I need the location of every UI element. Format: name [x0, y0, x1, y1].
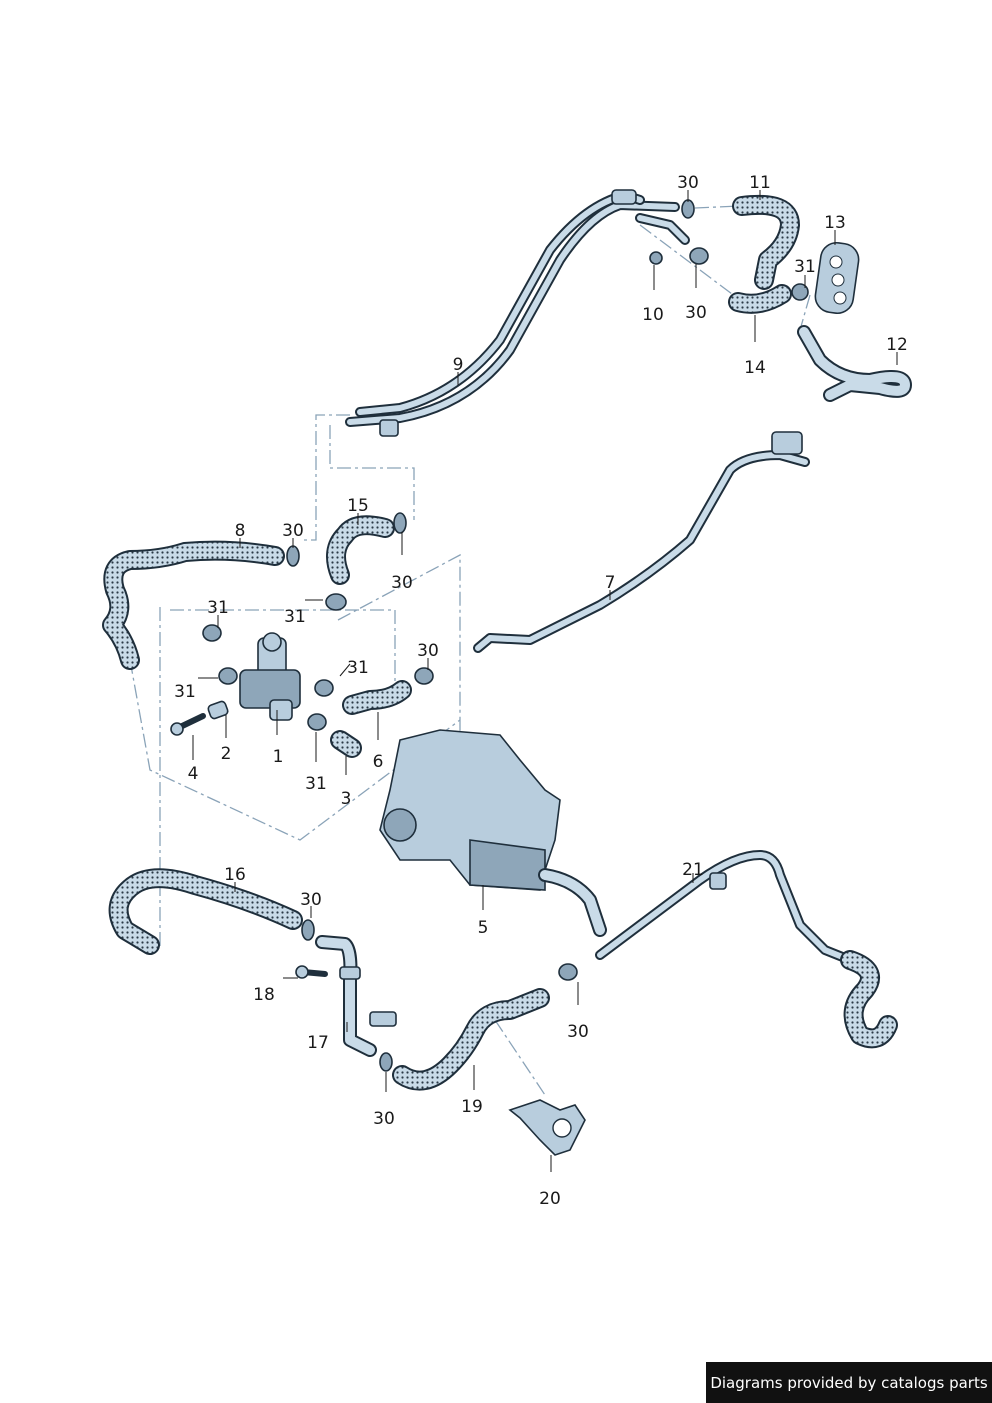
part-2-bushing [207, 700, 229, 720]
callouts: 30 11 13 31 10 30 12 14 9 15 8 30 30 7 3… [174, 173, 908, 1209]
part-8-hose [102, 540, 285, 670]
part-18-bolt [295, 965, 328, 979]
part-14-hose [728, 284, 792, 314]
part-11-hose [732, 194, 800, 290]
part-16-hose [108, 868, 303, 955]
callout-5: 5 [478, 918, 489, 938]
callout-19: 19 [461, 1097, 483, 1117]
part-6-hose [342, 680, 412, 715]
callout-12: 12 [886, 335, 908, 355]
callout-9: 9 [453, 355, 464, 375]
part-9-coolant-pipe [345, 189, 690, 437]
callout-3: 3 [341, 789, 352, 809]
part-13-flange [814, 241, 860, 315]
callout-20: 20 [539, 1189, 561, 1209]
callout-1: 1 [273, 747, 284, 767]
callout-30: 30 [391, 573, 413, 593]
callout-4: 4 [188, 764, 199, 784]
callout-31: 31 [207, 598, 229, 618]
leader-lines [192, 190, 898, 1172]
callout-7: 7 [605, 573, 616, 593]
callout-18: 18 [253, 985, 275, 1005]
callout-14: 14 [744, 358, 766, 378]
part-12-pipe [797, 325, 912, 402]
callout-6: 6 [373, 752, 384, 772]
callout-30: 30 [282, 521, 304, 541]
callout-31: 31 [305, 774, 327, 794]
callout-31: 31 [174, 682, 196, 702]
part-17-pipe [315, 935, 397, 1057]
callout-17: 17 [307, 1033, 329, 1053]
assembly-lines [129, 205, 811, 1096]
callout-30: 30 [677, 173, 699, 193]
part-21-pipe [595, 850, 898, 1049]
callout-2: 2 [221, 744, 232, 764]
callout-13: 13 [824, 213, 846, 233]
callout-31: 31 [794, 257, 816, 277]
clamps [202, 199, 809, 1072]
part-4-bolt [170, 713, 206, 736]
callout-10: 10 [642, 305, 664, 325]
footer-attribution-badge: Diagrams provided by catalogs parts [706, 1362, 992, 1403]
part-15-hose [326, 515, 395, 585]
callout-11: 11 [749, 173, 771, 193]
part-7-pipe [473, 431, 810, 653]
part-20-flange [508, 1099, 586, 1156]
callout-31: 31 [347, 658, 369, 678]
callout-31: 31 [284, 607, 306, 627]
callout-8: 8 [235, 521, 246, 541]
callout-21: 21 [682, 860, 704, 880]
callout-30: 30 [567, 1022, 589, 1042]
callout-30: 30 [417, 641, 439, 661]
part-3-sleeve [330, 730, 362, 758]
part-19-hose [392, 988, 550, 1091]
callout-16: 16 [224, 865, 246, 885]
part-1-valve [239, 632, 301, 721]
part-5-heater [379, 729, 607, 937]
callout-30: 30 [373, 1109, 395, 1129]
callout-30: 30 [685, 303, 707, 323]
callout-15: 15 [347, 496, 369, 516]
callout-30: 30 [300, 890, 322, 910]
